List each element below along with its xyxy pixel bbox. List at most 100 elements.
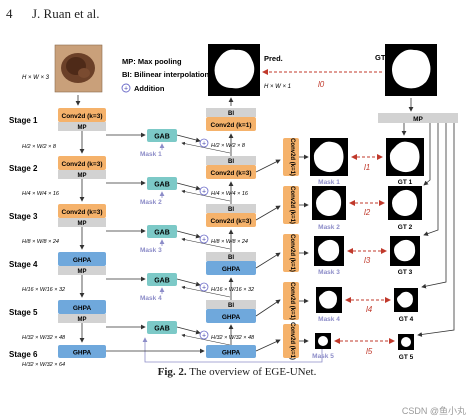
stage-5-label: Stage 5 — [9, 308, 38, 317]
mask-3-label: Mask 3 — [318, 269, 340, 276]
svg-text:BI: BI — [228, 111, 234, 117]
stage-5-block — [58, 300, 106, 314]
pred-masks — [310, 138, 348, 349]
stage-4-label: Stage 4 — [9, 260, 38, 269]
svg-text:GAB: GAB — [154, 134, 170, 141]
svg-text:Conv2d (k=3): Conv2d (k=3) — [62, 161, 103, 168]
decoder-2-block — [206, 165, 256, 179]
mask-4-label: Mask 4 — [318, 316, 340, 323]
gab-block-4 — [147, 273, 177, 286]
addition-symbol: + — [124, 86, 128, 93]
gab-block-5 — [147, 321, 177, 334]
stage-5-dims: H/32 × W/32 × 48 — [22, 335, 66, 341]
stage-1-label: Stage 1 — [9, 116, 38, 125]
decoder-6-block — [206, 345, 256, 358]
stage-2-block — [58, 156, 106, 170]
mask-2-label: Mask 2 — [318, 224, 340, 231]
legend-bi: BI: Bilinear interpolation — [122, 70, 210, 79]
decoder-4-bi — [206, 252, 256, 261]
decoder-1-block — [206, 117, 256, 131]
decoder-4-dims: H/16 × W/16 × 32 — [211, 287, 254, 293]
svg-text:MP: MP — [78, 221, 87, 227]
svg-text:GAB: GAB — [154, 326, 170, 333]
stage-2-pool — [58, 170, 106, 179]
gab-mask-4: Mask 4 — [140, 295, 162, 302]
svg-text:Conv2d (k=1): Conv2d (k=1) — [289, 186, 295, 224]
legend-mp: MP: Max pooling — [122, 57, 182, 66]
svg-text:Conv2d (k=3): Conv2d (k=3) — [211, 218, 252, 225]
page-header: 4 J. Ruan et al. — [6, 6, 468, 26]
svg-text:MP: MP — [78, 317, 87, 323]
pred-dims: H × W × 1 — [264, 84, 291, 90]
svg-text:Conv2d (k=3): Conv2d (k=3) — [211, 170, 252, 177]
svg-text:MP: MP — [78, 269, 87, 275]
svg-text:GHPA: GHPA — [222, 350, 241, 357]
svg-text:Conv2d (k=1): Conv2d (k=1) — [289, 234, 295, 272]
gab-block-1 — [147, 129, 177, 142]
pred-image — [208, 44, 260, 96]
loss-l5-label: l5 — [366, 347, 373, 356]
stage-1-pool — [58, 122, 106, 131]
svg-text:Conv2d (k=1): Conv2d (k=1) — [211, 122, 252, 129]
decoder-5-dims: H/32 × W/32 × 48 — [211, 335, 255, 341]
svg-text:MP: MP — [78, 173, 87, 179]
svg-text:+: + — [202, 237, 206, 244]
stage-4-pool — [58, 266, 106, 275]
add-icon-2 — [199, 186, 209, 196]
stage-1-dims: H/2 × W/2 × 8 — [22, 144, 57, 150]
svg-text:Conv2d (k=3): Conv2d (k=3) — [62, 209, 103, 216]
gab-mask-3: Mask 3 — [140, 247, 162, 254]
stage-1-block — [58, 108, 106, 122]
gt-4-label: GT 4 — [399, 316, 414, 323]
running-author: J. Ruan et al. — [32, 6, 100, 21]
caption-label: Fig. 2. — [157, 366, 187, 378]
svg-text:GHPA: GHPA — [222, 314, 241, 321]
stage-2-dims: H/4 × W/4 × 16 — [22, 191, 60, 197]
decoder-1-bi — [206, 108, 256, 117]
decoder-2-dims: H/4 × W/4 × 16 — [211, 191, 249, 197]
gab-mask-1: Mask 1 — [140, 151, 162, 158]
gt-3-label: GT 3 — [398, 269, 413, 276]
stage-5-pool — [58, 314, 106, 323]
gt-image — [385, 44, 437, 96]
head-5 — [283, 324, 299, 358]
add-icon-1 — [199, 138, 209, 148]
svg-text:GHPA: GHPA — [73, 305, 92, 312]
svg-text:GAB: GAB — [154, 182, 170, 189]
input-dims: H × W × 3 — [22, 75, 50, 81]
figure-caption: Fig. 2. The overview of EGE-UNet. — [0, 366, 474, 378]
svg-text:GAB: GAB — [154, 230, 170, 237]
gt-pyramid-lines — [401, 123, 455, 337]
decoder-3-bi — [206, 204, 256, 213]
stage-labels: Stage 1 Stage 2 Stage 3 Stage 4 Stage 5 … — [9, 116, 38, 359]
loss-l2-label: l2 — [364, 208, 371, 217]
decoder-4-block — [206, 261, 256, 275]
svg-text:MP: MP — [78, 125, 87, 131]
decoder-3-dims: H/8 × W/8 × 24 — [211, 239, 248, 245]
svg-text:GHPA: GHPA — [222, 266, 241, 273]
add-icon-5 — [199, 330, 209, 340]
pred-label: Pred. — [264, 54, 283, 63]
stage-6-block — [58, 345, 106, 358]
decoder-5-bi — [206, 300, 256, 309]
addition-icon — [121, 83, 131, 93]
svg-text:MP: MP — [413, 116, 423, 123]
svg-text:+: + — [202, 285, 206, 292]
svg-text:+: + — [202, 189, 206, 196]
gt-1-label: GT 1 — [398, 179, 413, 186]
stage-3-label: Stage 3 — [9, 212, 38, 221]
gab-block-2 — [147, 177, 177, 190]
add-icon-3 — [199, 234, 209, 244]
gt-label: GT — [375, 53, 386, 62]
stage-4-dims: H/16 × W/16 × 32 — [22, 287, 65, 293]
svg-text:BI: BI — [228, 303, 234, 309]
loss-l1-label: l1 — [364, 163, 370, 172]
input-image — [54, 44, 103, 93]
loss-l0-label: l0 — [318, 80, 325, 89]
svg-text:GHPA: GHPA — [73, 350, 92, 357]
head-2 — [283, 186, 299, 224]
svg-text:BI: BI — [228, 159, 234, 165]
svg-text:+: + — [202, 333, 206, 340]
gt-2-label: GT 2 — [398, 224, 413, 231]
